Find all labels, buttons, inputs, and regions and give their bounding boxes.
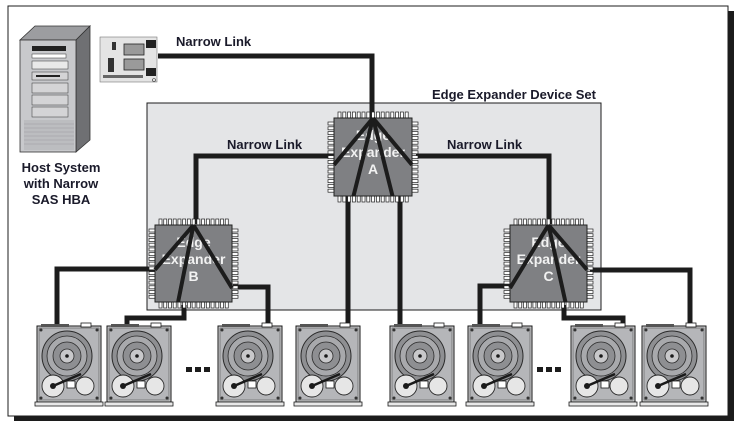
expander-label-line: Expander [517,251,581,267]
host-narrow-link-wire [158,53,375,118]
device-set-label: Edge Expander Device Set [432,87,597,102]
link-b-disk2-wire [124,305,187,328]
expander-label-line: A [368,161,378,177]
internal-phy-line [153,223,196,271]
host-label-line-2: with Narrow [23,176,99,191]
link-c-disk6-wire [477,283,511,328]
disk-drives [33,321,710,408]
more-disks-ellipsis-icon [186,367,210,372]
internal-phy-line [191,223,234,290]
hard-disk-drive-icon [386,321,458,408]
hard-disk-drive-icon [292,321,364,408]
link-a-to-b-wire [193,153,334,224]
right-link-label: Narrow Link [447,137,523,152]
expander-label-line: B [188,268,198,284]
left-link-label: Narrow Link [227,137,303,152]
hard-disk-drive-icon [33,321,105,408]
wires [54,53,693,328]
link-c-disk8-wire [590,267,693,328]
internal-phy-line [546,223,589,271]
internal-phy-line [371,117,395,197]
expander-label-line: Expander [341,144,405,160]
host-label: Host System with Narrow SAS HBA [22,160,101,207]
hard-disk-drive-icon [638,321,710,408]
host-label-line-1: Host System [22,160,101,175]
internal-phy-line [371,116,414,167]
hard-disk-drive-icon [464,321,536,408]
hard-disk-drive-icon [103,321,175,408]
internal-phy-line [351,117,375,197]
sas-hba-card-icon [99,36,158,83]
link-b-disk3-wire [233,284,271,328]
hard-disk-drive-icon [567,321,639,408]
host-link-label: Narrow Link [176,34,252,49]
hard-disk-drive-icon [214,321,286,408]
internal-phy-line [546,224,568,303]
host-label-line-3: SAS HBA [32,192,91,207]
more-disks-ellipsis-icon [537,367,561,372]
chip-body [333,117,413,197]
internal-phy-line [176,224,196,303]
link-a-to-c-wire [416,153,552,224]
link-b-disk1-wire [54,266,158,328]
internal-phy-line [332,116,375,167]
expander-label-line: C [543,268,553,284]
internal-phy-line [508,223,551,290]
host-system-icon [18,25,91,153]
